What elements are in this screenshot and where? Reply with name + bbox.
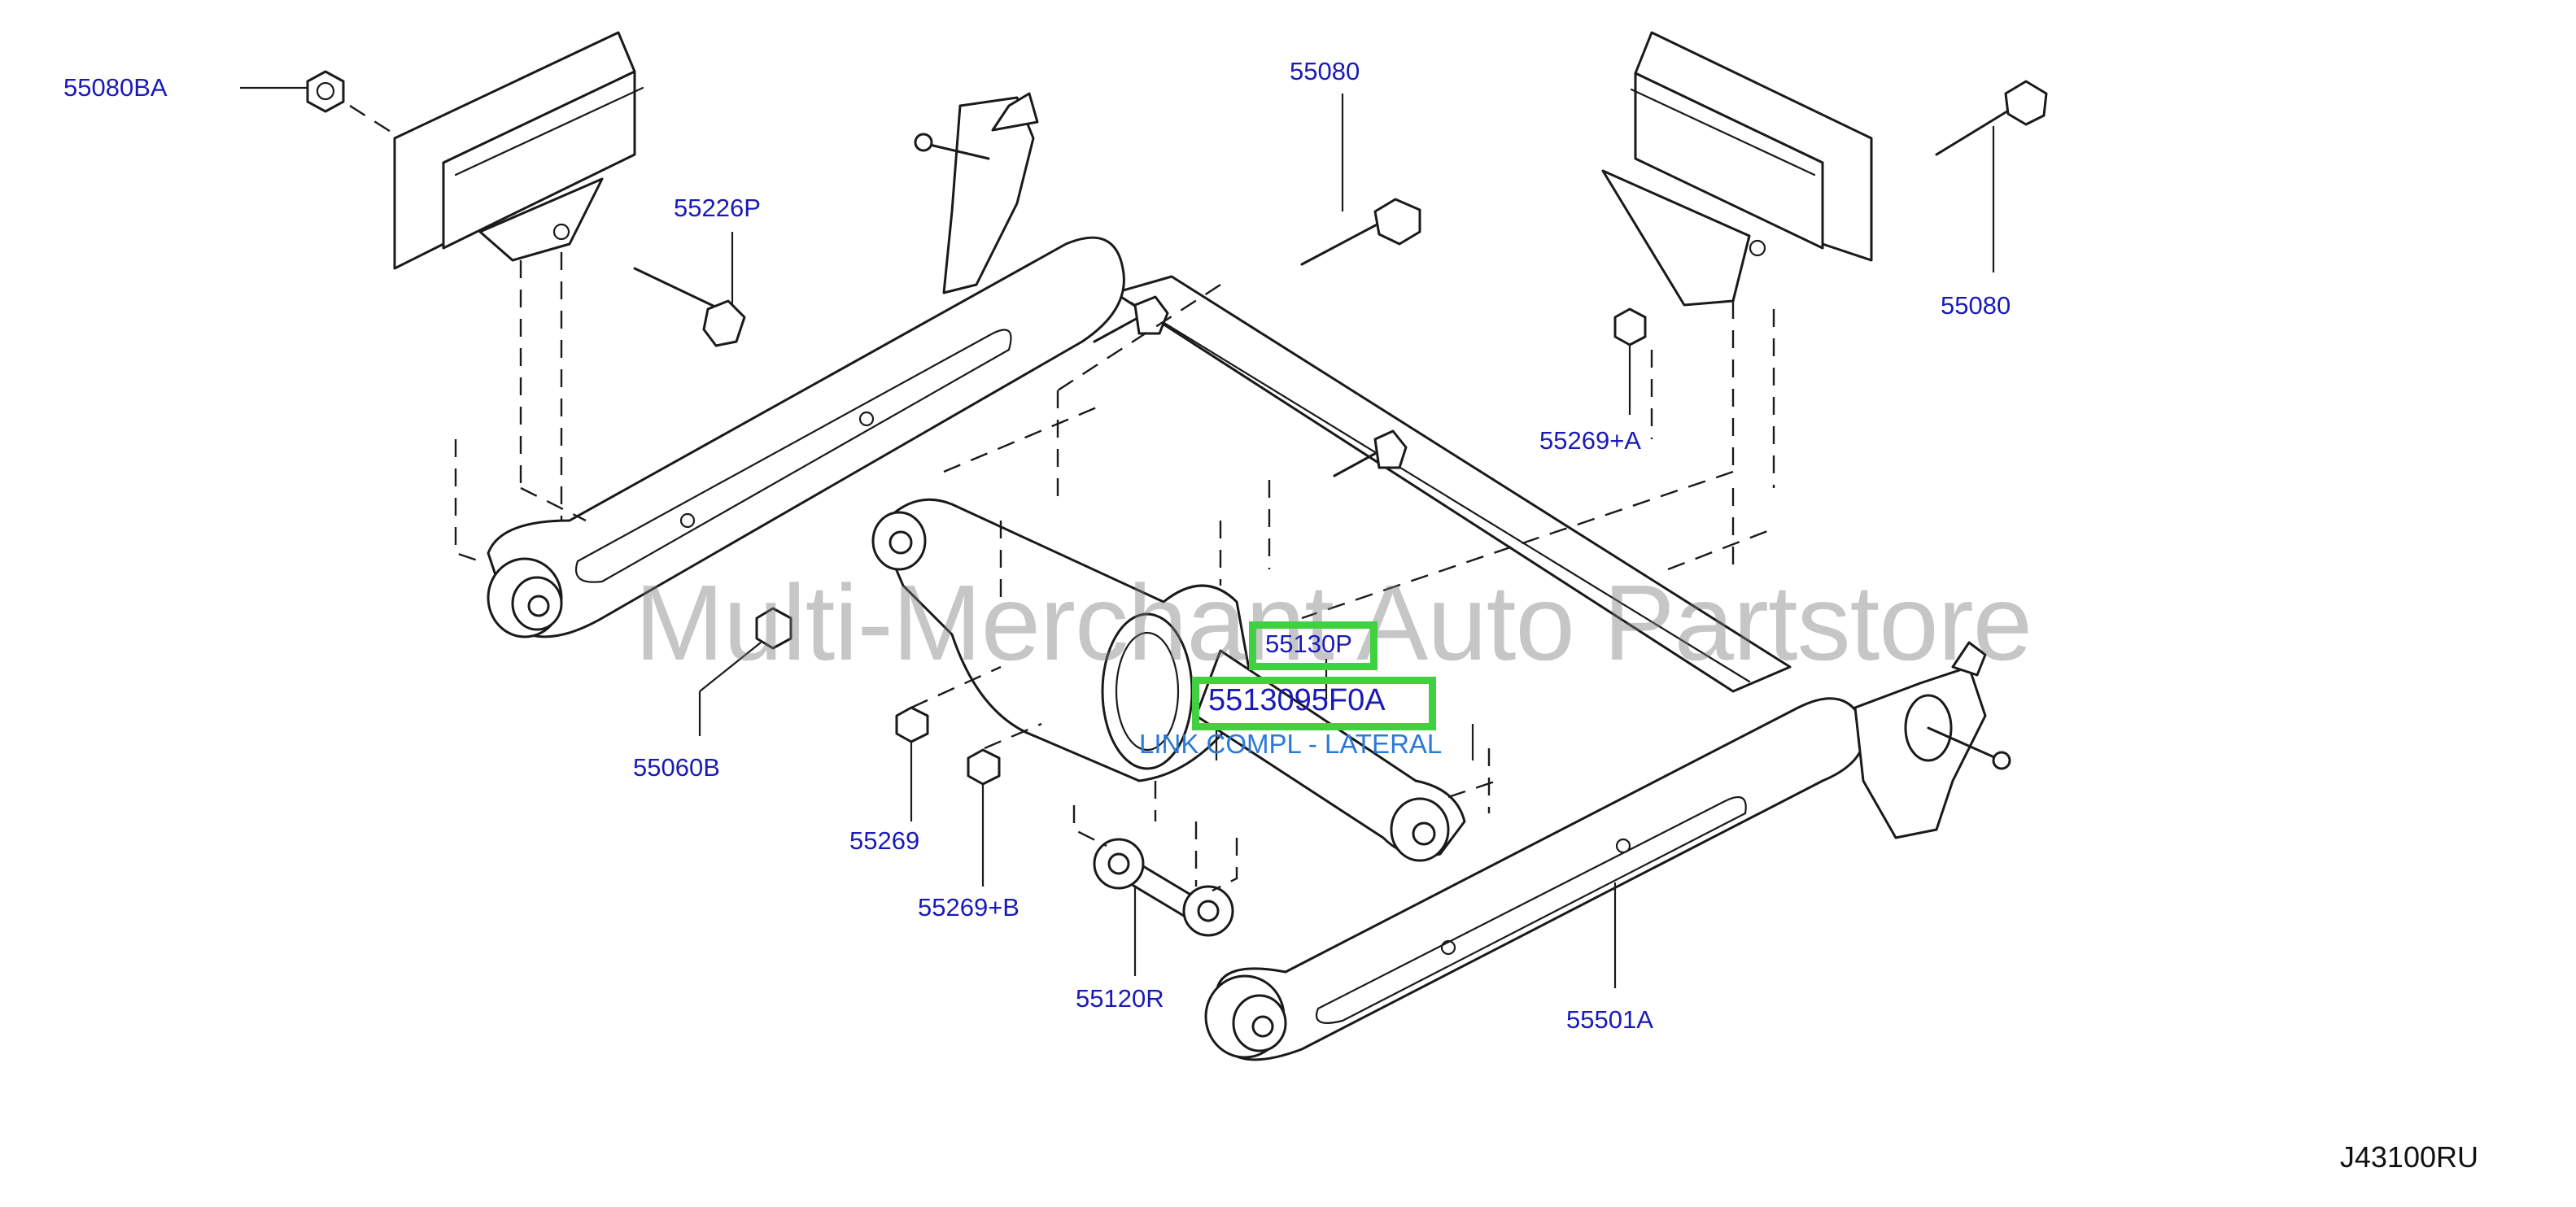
left-knuckle <box>914 92 1039 294</box>
part-description: LINK COMPL - LATERAL <box>1139 729 1443 759</box>
label-55080BA[interactable]: 55080BA <box>63 73 168 102</box>
label-55120R[interactable]: 55120R <box>1076 984 1164 1013</box>
left-frame-bracket <box>393 31 644 270</box>
label-55226P[interactable]: 55226P <box>674 194 761 222</box>
right-trailing-arm <box>1204 697 1866 1061</box>
label-55501A[interactable]: 55501A <box>1566 1005 1653 1034</box>
assembly-guide-lines <box>349 104 1775 892</box>
lateral-link-lower <box>1093 838 1234 937</box>
label-55269A[interactable]: 55269+A <box>1539 426 1641 455</box>
label-55269[interactable]: 55269 <box>849 826 920 855</box>
label-55269B[interactable]: 55269+B <box>918 893 1019 922</box>
label-55080-top[interactable]: 55080 <box>1290 57 1360 85</box>
bolt-55226P <box>633 267 746 347</box>
center-member <box>871 498 1466 862</box>
highlight-5513095F0A <box>1192 677 1436 730</box>
label-55060B[interactable]: 55060B <box>633 753 720 782</box>
bolt-55080BA <box>306 70 345 113</box>
label-55080-right[interactable]: 55080 <box>1941 291 2011 320</box>
cross-beam <box>1113 275 1792 693</box>
nut-55269 <box>895 706 929 743</box>
highlight-55130P <box>1249 621 1378 670</box>
label-5513095F0A[interactable]: 5513095F0A <box>1208 683 1386 717</box>
left-trailing-arm <box>487 236 1125 638</box>
diagram-reference: J43100RU <box>2339 1140 2478 1174</box>
bolt-55080-top <box>1300 198 1421 266</box>
bolt-55080-right <box>1935 80 2048 156</box>
right-knuckle <box>1853 641 2011 839</box>
nut-55060B <box>755 607 792 650</box>
nut-55269A <box>1613 307 1647 346</box>
right-frame-bracket <box>1601 31 1873 307</box>
label-55130P[interactable]: 55130P <box>1265 630 1352 658</box>
nut-55269B <box>967 748 1001 786</box>
